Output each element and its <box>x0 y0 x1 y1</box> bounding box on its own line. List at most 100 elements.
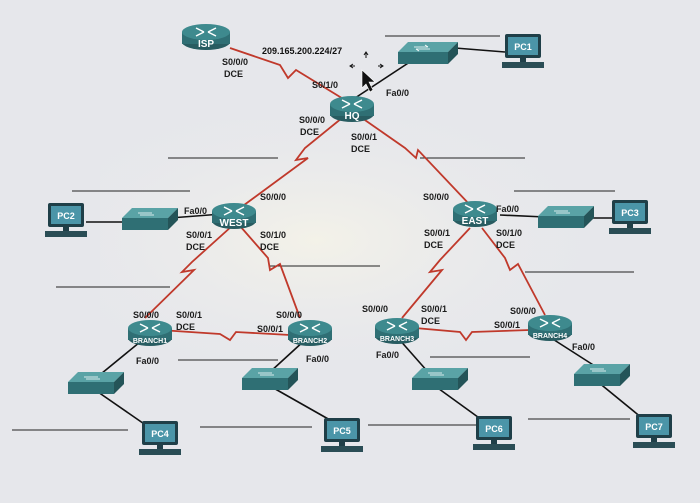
serial-links <box>144 47 546 342</box>
router-hq[interactable]: HQ <box>330 96 374 122</box>
router-branch4-label: BRANCH4 <box>533 333 567 340</box>
router-branch1[interactable]: BRANCH1 <box>128 320 172 346</box>
switch-branch3-lan[interactable] <box>412 368 468 390</box>
hq-dce-label: DCE <box>300 127 319 137</box>
router-branch3[interactable]: BRANCH3 <box>375 318 419 344</box>
east-dce-label: DCE <box>424 240 443 250</box>
pc6[interactable]: PC6 <box>473 416 515 450</box>
branch1-s000-label: S0/0/0 <box>133 310 159 320</box>
serial-isp-hq[interactable] <box>229 47 346 101</box>
hq-s001-label: S0/0/1 <box>351 132 377 142</box>
east-s000-label: S0/0/0 <box>423 192 449 202</box>
serial-west-branch1[interactable] <box>144 225 233 319</box>
branch2-fa00-label: Fa0/0 <box>306 354 329 364</box>
router-west[interactable]: WEST <box>212 203 256 229</box>
pc7-label: PC7 <box>645 422 663 432</box>
router-branch2[interactable]: BRANCH2 <box>288 320 332 346</box>
branch2-s000-label: S0/0/0 <box>276 310 302 320</box>
pc4[interactable]: PC4 <box>139 421 181 455</box>
link-east-switch3[interactable] <box>499 214 546 218</box>
router-isp[interactable]: ISP <box>182 24 230 50</box>
pc2-label: PC2 <box>57 211 75 221</box>
isp-hq-subnet-label: 209.165.200.224/27 <box>262 46 342 56</box>
hq-s000-label: S0/0/0 <box>299 115 325 125</box>
branch3-fa00-label: Fa0/0 <box>376 350 399 360</box>
switch-hq-lan[interactable] <box>398 42 458 64</box>
pc5-label: PC5 <box>333 426 351 436</box>
branch4-s000-label: S0/0/0 <box>510 306 536 316</box>
east-fa00-label: Fa0/0 <box>496 204 519 214</box>
serial-branch1-branch2[interactable] <box>159 329 291 342</box>
hq-s010-label: S0/1/0 <box>312 80 338 90</box>
switch-arrows-icon <box>84 376 100 380</box>
switch-west-lan[interactable] <box>122 208 178 230</box>
pc3-label: PC3 <box>621 208 639 218</box>
east-s001-label: S0/0/1 <box>424 228 450 238</box>
router-arrows-icon <box>299 323 321 333</box>
switch-branch2-lan[interactable] <box>242 368 298 390</box>
pc4-label: PC4 <box>151 429 169 439</box>
isp-dce-label: DCE <box>224 69 243 79</box>
serial-hq-east[interactable] <box>361 117 471 206</box>
pc2[interactable]: PC2 <box>45 203 87 237</box>
router-branch2-label: BRANCH2 <box>293 338 327 345</box>
switch-arrows-icon <box>258 372 274 376</box>
mouse-cursor-icon <box>349 51 384 93</box>
router-arrows-icon <box>341 99 363 109</box>
router-arrows-icon <box>464 204 486 214</box>
east-s010-label: S0/1/0 <box>496 228 522 238</box>
router-hq-label: HQ <box>345 111 360 122</box>
west-dce2-label: DCE <box>260 242 279 252</box>
pc1[interactable]: PC1 <box>502 34 544 68</box>
serial-east-branch4[interactable] <box>481 227 546 316</box>
switch-arrows-icon <box>138 212 154 216</box>
link-switch6-pc6[interactable] <box>434 385 483 421</box>
router-arrows-icon <box>539 318 561 328</box>
branch3-s001-label: S0/0/1 <box>421 304 447 314</box>
link-branch2-switch5[interactable] <box>269 339 306 373</box>
branch1-s001-label: S0/0/1 <box>176 310 202 320</box>
router-east[interactable]: EAST <box>453 201 497 227</box>
switch-arrows-icon <box>590 368 606 372</box>
switch-arrows-icon <box>554 210 570 214</box>
link-branch4-switch7[interactable] <box>547 335 599 369</box>
decor-lines <box>12 35 634 431</box>
branch3-s000-label: S0/0/0 <box>362 304 388 314</box>
switch-arrows-icon <box>428 372 444 376</box>
link-switch7-pc7[interactable] <box>597 381 643 419</box>
router-branch4[interactable]: BRANCH4 <box>528 315 572 341</box>
pc7[interactable]: PC7 <box>633 414 675 448</box>
router-isp-label: ISP <box>198 39 214 50</box>
branch4-fa00-label: Fa0/0 <box>572 342 595 352</box>
west-s010-label: S0/1/0 <box>260 230 286 240</box>
hq-fa00-label: Fa0/0 <box>386 88 409 98</box>
branch4-s001-label: S0/0/1 <box>494 320 520 330</box>
serial-east-branch3[interactable] <box>401 227 471 319</box>
switch-branch4-lan[interactable] <box>574 364 630 386</box>
switch-east-lan[interactable] <box>538 206 594 228</box>
west-dce-label: DCE <box>186 242 205 252</box>
pc5[interactable]: PC5 <box>321 418 363 452</box>
branch1-fa00-label: Fa0/0 <box>136 356 159 366</box>
router-arrows-icon <box>195 27 217 37</box>
branch2-s001-label: S0/0/1 <box>257 324 283 334</box>
serial-west-branch2[interactable] <box>239 225 301 319</box>
pc3[interactable]: PC3 <box>609 200 651 234</box>
router-arrows-icon <box>139 323 161 333</box>
router-branch1-label: BRANCH1 <box>133 338 167 345</box>
pc6-label: PC6 <box>485 424 503 434</box>
pc1-label: PC1 <box>514 42 532 52</box>
link-switch4-pc4[interactable] <box>97 391 151 429</box>
hq-dce2-label: DCE <box>351 144 370 154</box>
serial-hq-west[interactable] <box>239 117 343 209</box>
router-west-label: WEST <box>220 218 249 229</box>
isp-s000-label: S0/0/0 <box>222 57 248 67</box>
switch-arrows-icon <box>414 44 430 52</box>
link-switch1-pc1[interactable] <box>454 47 506 53</box>
serial-branch3-branch4[interactable] <box>414 327 531 342</box>
switch-branch1-lan[interactable] <box>68 372 124 394</box>
west-s001-label: S0/0/1 <box>186 230 212 240</box>
link-switch5-pc5[interactable] <box>269 385 331 421</box>
